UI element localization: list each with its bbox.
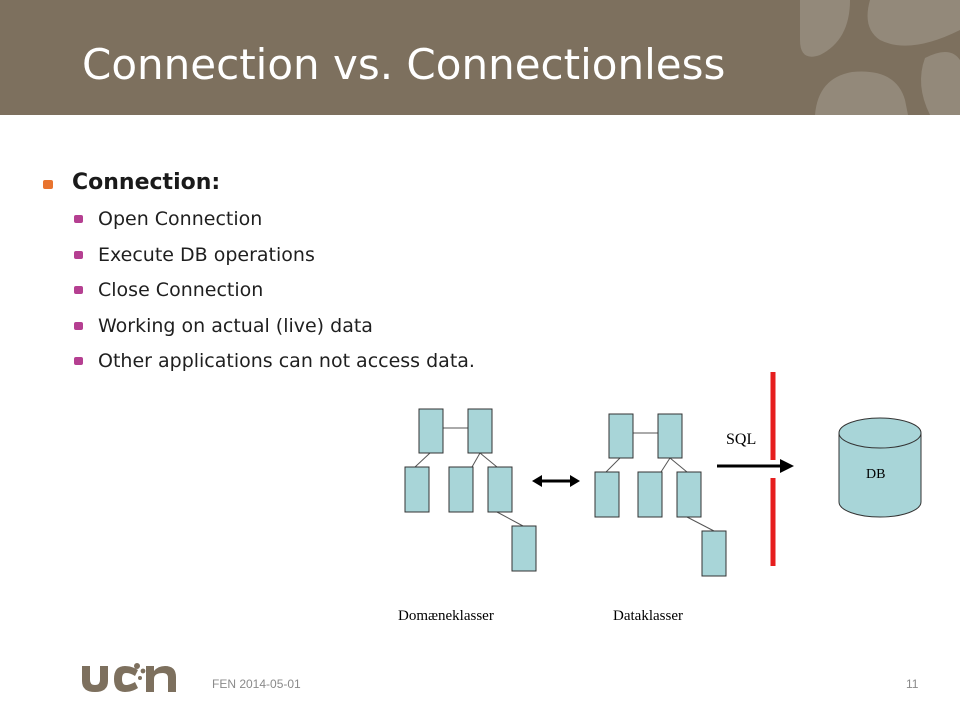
slide-title: Connection vs. Connectionless bbox=[82, 40, 726, 89]
list-item-text: Other applications can not access data. bbox=[98, 350, 475, 372]
tree-link bbox=[479, 452, 498, 468]
sql-arrow bbox=[717, 459, 794, 473]
heading-connection: Connection: bbox=[72, 170, 221, 195]
tree-link bbox=[686, 516, 715, 532]
class-box bbox=[448, 466, 474, 513]
ucn-logo bbox=[82, 663, 176, 692]
database-cylinder bbox=[838, 417, 922, 518]
header-decoration bbox=[800, 0, 960, 115]
bullet-marker bbox=[74, 215, 83, 223]
class-box bbox=[676, 471, 702, 518]
list-item: Other applications can not access data. bbox=[40, 349, 920, 385]
bullet-marker bbox=[74, 286, 83, 294]
list-item-text: Working on actual (live) data bbox=[98, 314, 373, 337]
list-item: Working on actual (live) data bbox=[40, 314, 920, 350]
slide-header: Connection vs. Connectionless bbox=[0, 0, 960, 115]
bullet-level1: Connection: bbox=[40, 170, 920, 195]
double-arrow bbox=[532, 475, 580, 487]
sql-label: SQL bbox=[726, 431, 756, 448]
list-item-text: Open Connection bbox=[98, 208, 263, 230]
class-box bbox=[657, 413, 683, 459]
class-box bbox=[701, 530, 727, 577]
bullet-marker bbox=[43, 180, 53, 189]
tree-link bbox=[414, 452, 431, 468]
slide-content: Connection: Open Connection Execute DB o… bbox=[40, 170, 920, 385]
class-box bbox=[594, 471, 620, 518]
footer-date: FEN 2014-05-01 bbox=[212, 677, 301, 691]
tree-link bbox=[605, 457, 621, 473]
class-box bbox=[418, 408, 444, 454]
list-item: Open Connection bbox=[40, 207, 920, 243]
tree-link bbox=[496, 511, 524, 527]
data-classes-label: Dataklasser bbox=[613, 608, 683, 624]
list-item: Close Connection bbox=[40, 278, 920, 314]
list-item-text: Execute DB operations bbox=[98, 243, 315, 266]
domain-class-tree bbox=[404, 408, 537, 572]
class-box bbox=[608, 413, 634, 459]
tree-link bbox=[669, 457, 688, 473]
list-item-text: Close Connection bbox=[98, 279, 264, 301]
data-class-tree bbox=[594, 413, 727, 577]
tree-link bbox=[660, 457, 671, 473]
architecture-diagram: SQL DB Domæneklasser Dataklasser bbox=[398, 372, 922, 624]
bullet-marker bbox=[74, 321, 83, 330]
bullet-marker bbox=[74, 250, 83, 259]
class-box bbox=[511, 525, 537, 572]
page-number: 11 bbox=[906, 677, 919, 691]
class-box bbox=[404, 466, 430, 513]
db-label: DB bbox=[866, 467, 885, 482]
bullet-list: Open Connection Execute DB operations Cl… bbox=[40, 207, 920, 385]
bullet-marker bbox=[74, 357, 83, 365]
class-box bbox=[637, 471, 663, 518]
class-box bbox=[467, 408, 493, 454]
list-item: Execute DB operations bbox=[40, 243, 920, 279]
tree-link bbox=[471, 452, 481, 468]
domain-classes-label: Domæneklasser bbox=[398, 608, 494, 624]
class-box bbox=[487, 466, 513, 513]
